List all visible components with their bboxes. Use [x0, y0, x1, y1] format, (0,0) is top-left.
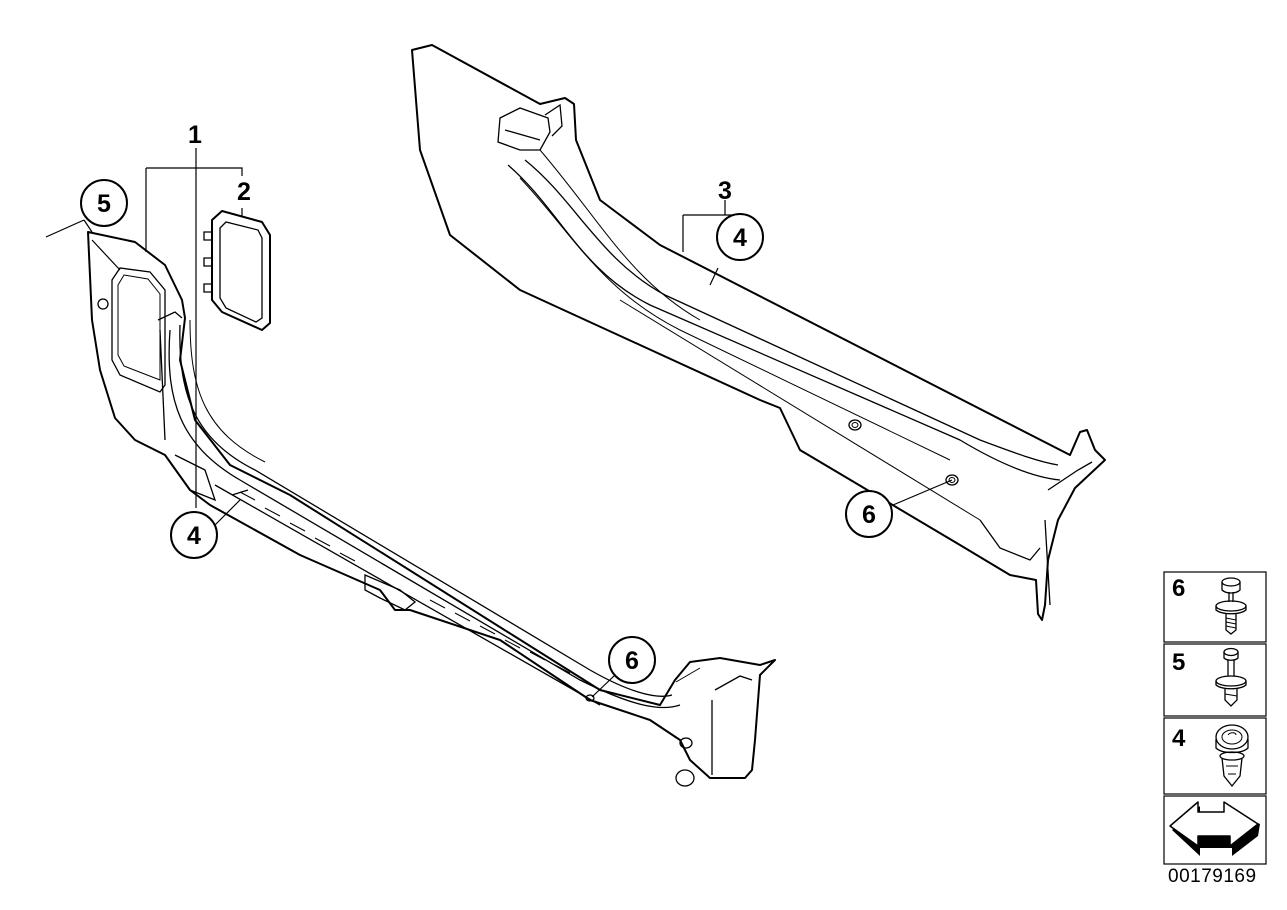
- front-sill-trim-panel: [87, 231, 776, 787]
- fastener-legend: 6 5: [1163, 571, 1267, 865]
- part-number-5: 5: [97, 190, 111, 218]
- legend-row-direction: [1163, 795, 1267, 865]
- push-rivet-icon: [1215, 577, 1247, 635]
- direction-arrow-icon: [1169, 801, 1260, 856]
- drawing-id-label: 00179169: [1168, 866, 1257, 887]
- part-number-4-right: 4: [733, 224, 747, 252]
- part-number-2: 2: [237, 178, 251, 206]
- expanding-rivet-icon: [1215, 647, 1247, 707]
- legend-row-4: 4: [1163, 717, 1267, 795]
- legend-row-5: 5: [1163, 643, 1267, 717]
- callout-bubble-4-left: 4: [170, 511, 218, 559]
- leader-lines: [45, 148, 953, 698]
- part-number-1: 1: [188, 121, 202, 149]
- callout-labels: 1 2 3 5 4 4 6 6: [80, 121, 893, 684]
- legend-number-4: 4: [1172, 725, 1186, 752]
- callout-bubble-6-right: 6: [845, 490, 893, 538]
- callout-bubble-6-left: 6: [608, 636, 656, 684]
- part-number-6-right: 6: [862, 501, 876, 529]
- part-number-4-left: 4: [187, 522, 201, 550]
- cover-frame-part: [203, 210, 271, 331]
- clip-icon: [1215, 724, 1249, 788]
- legend-row-6: 6: [1163, 571, 1267, 643]
- part-number-3: 3: [718, 177, 732, 205]
- callout-bubble-4-right: 4: [716, 213, 764, 261]
- part-number-6-left: 6: [625, 647, 639, 675]
- legend-number-5: 5: [1172, 649, 1185, 676]
- legend-number-6: 6: [1172, 575, 1185, 602]
- rear-sill-trim-panel: [411, 44, 1106, 621]
- callout-bubble-5: 5: [80, 179, 128, 227]
